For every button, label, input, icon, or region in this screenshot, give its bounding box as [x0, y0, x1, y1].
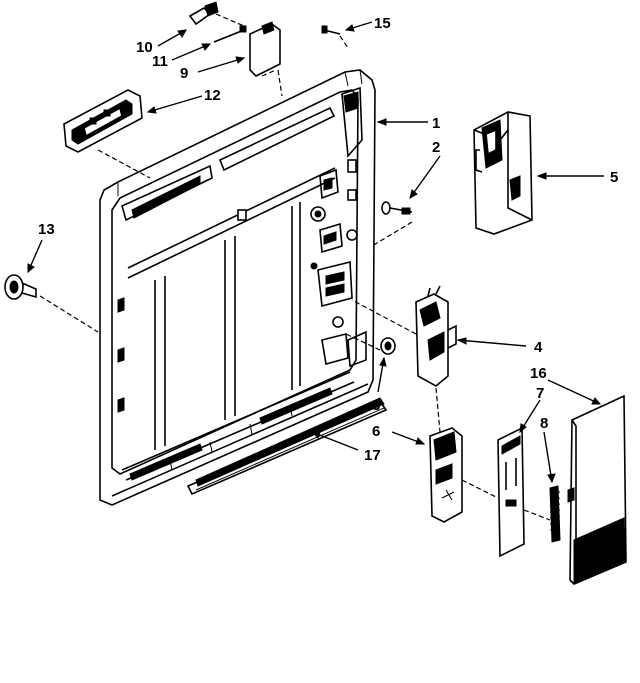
pin-part-11 — [213, 25, 247, 43]
callout-labels: 1 2 3 4 5 6 7 8 9 10 11 12 13 15 16 17 — [38, 15, 618, 464]
door-frame-part-1 — [99, 69, 376, 506]
clip-part-10 — [188, 1, 219, 26]
nut-part-3 — [380, 337, 396, 355]
callout-3: 3 — [372, 397, 380, 414]
callout-7: 7 — [536, 385, 544, 402]
screw-part-15 — [321, 25, 341, 35]
callout-6: 6 — [372, 423, 380, 440]
cover-plate-part-9 — [249, 21, 281, 77]
callout-1: 1 — [432, 115, 440, 132]
latch-bracket-part-6 — [429, 427, 463, 523]
callout-16: 16 — [530, 365, 547, 382]
callout-12: 12 — [204, 87, 221, 104]
bottom-trim-strip-part-17 — [186, 397, 388, 496]
side-panel-part-16 — [567, 394, 627, 585]
knob-part-13 — [4, 274, 37, 300]
leader-lines — [27, 21, 604, 484]
callout-15: 15 — [374, 15, 391, 32]
door-latch-part-4 — [415, 285, 457, 387]
callout-5: 5 — [610, 169, 618, 186]
callout-13: 13 — [38, 221, 55, 238]
callout-10: 10 — [136, 39, 153, 56]
callout-2: 2 — [432, 139, 440, 156]
switch-assembly-part-5 — [473, 111, 533, 235]
explode-lines — [39, 13, 551, 521]
screw-part-2 — [381, 201, 413, 215]
callout-8: 8 — [540, 415, 548, 432]
callout-17: 17 — [364, 447, 381, 464]
door-handle-part-12 — [63, 89, 143, 153]
callout-9: 9 — [180, 65, 188, 82]
spring-part-8 — [549, 485, 561, 543]
callout-4: 4 — [534, 339, 543, 356]
slide-plate-part-7 — [497, 426, 525, 558]
callout-11: 11 — [152, 53, 168, 70]
